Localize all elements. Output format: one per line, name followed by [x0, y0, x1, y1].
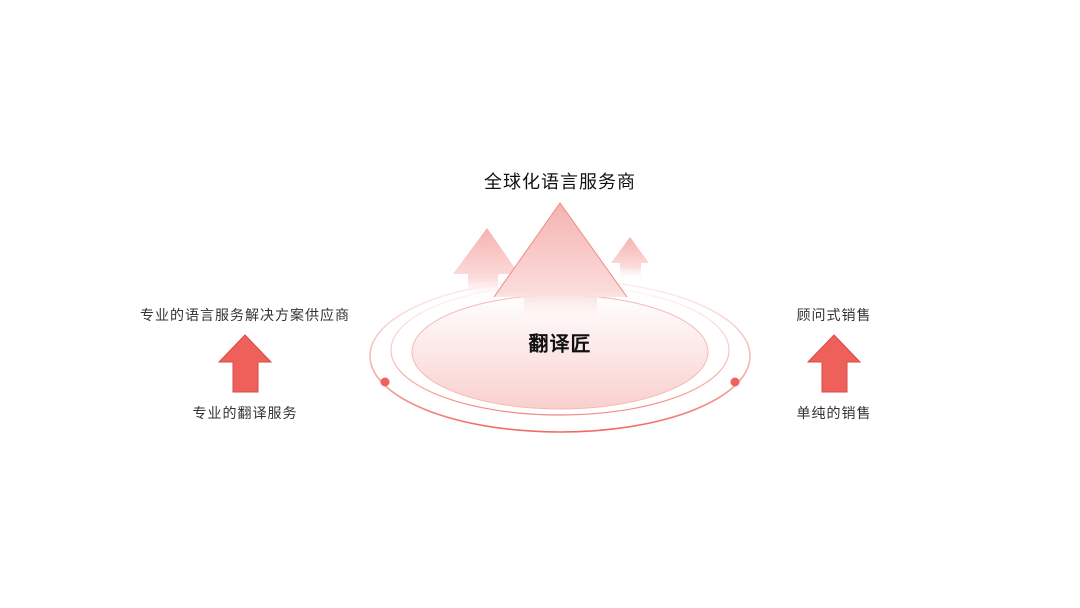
left-bottom-label: 专业的翻译服务	[192, 406, 298, 422]
ring-dot-left	[380, 377, 390, 387]
left-up-arrow	[217, 334, 273, 393]
main-arrow	[494, 203, 627, 330]
ring-dot-right	[730, 377, 740, 387]
right-bottom-label: 单纯的销售	[796, 406, 872, 422]
right-top-label: 顾问式销售	[796, 308, 872, 324]
small-arrow-left	[453, 228, 519, 300]
left-top-label: 专业的语言服务解决方案供应商	[140, 308, 350, 324]
right-up-arrow	[806, 334, 862, 393]
small-arrow-right	[611, 237, 649, 280]
top-goal-label: 全球化语言服务商	[484, 172, 636, 193]
main-arrow-outline	[493, 202, 628, 298]
center-label: 翻译匠	[528, 331, 592, 356]
